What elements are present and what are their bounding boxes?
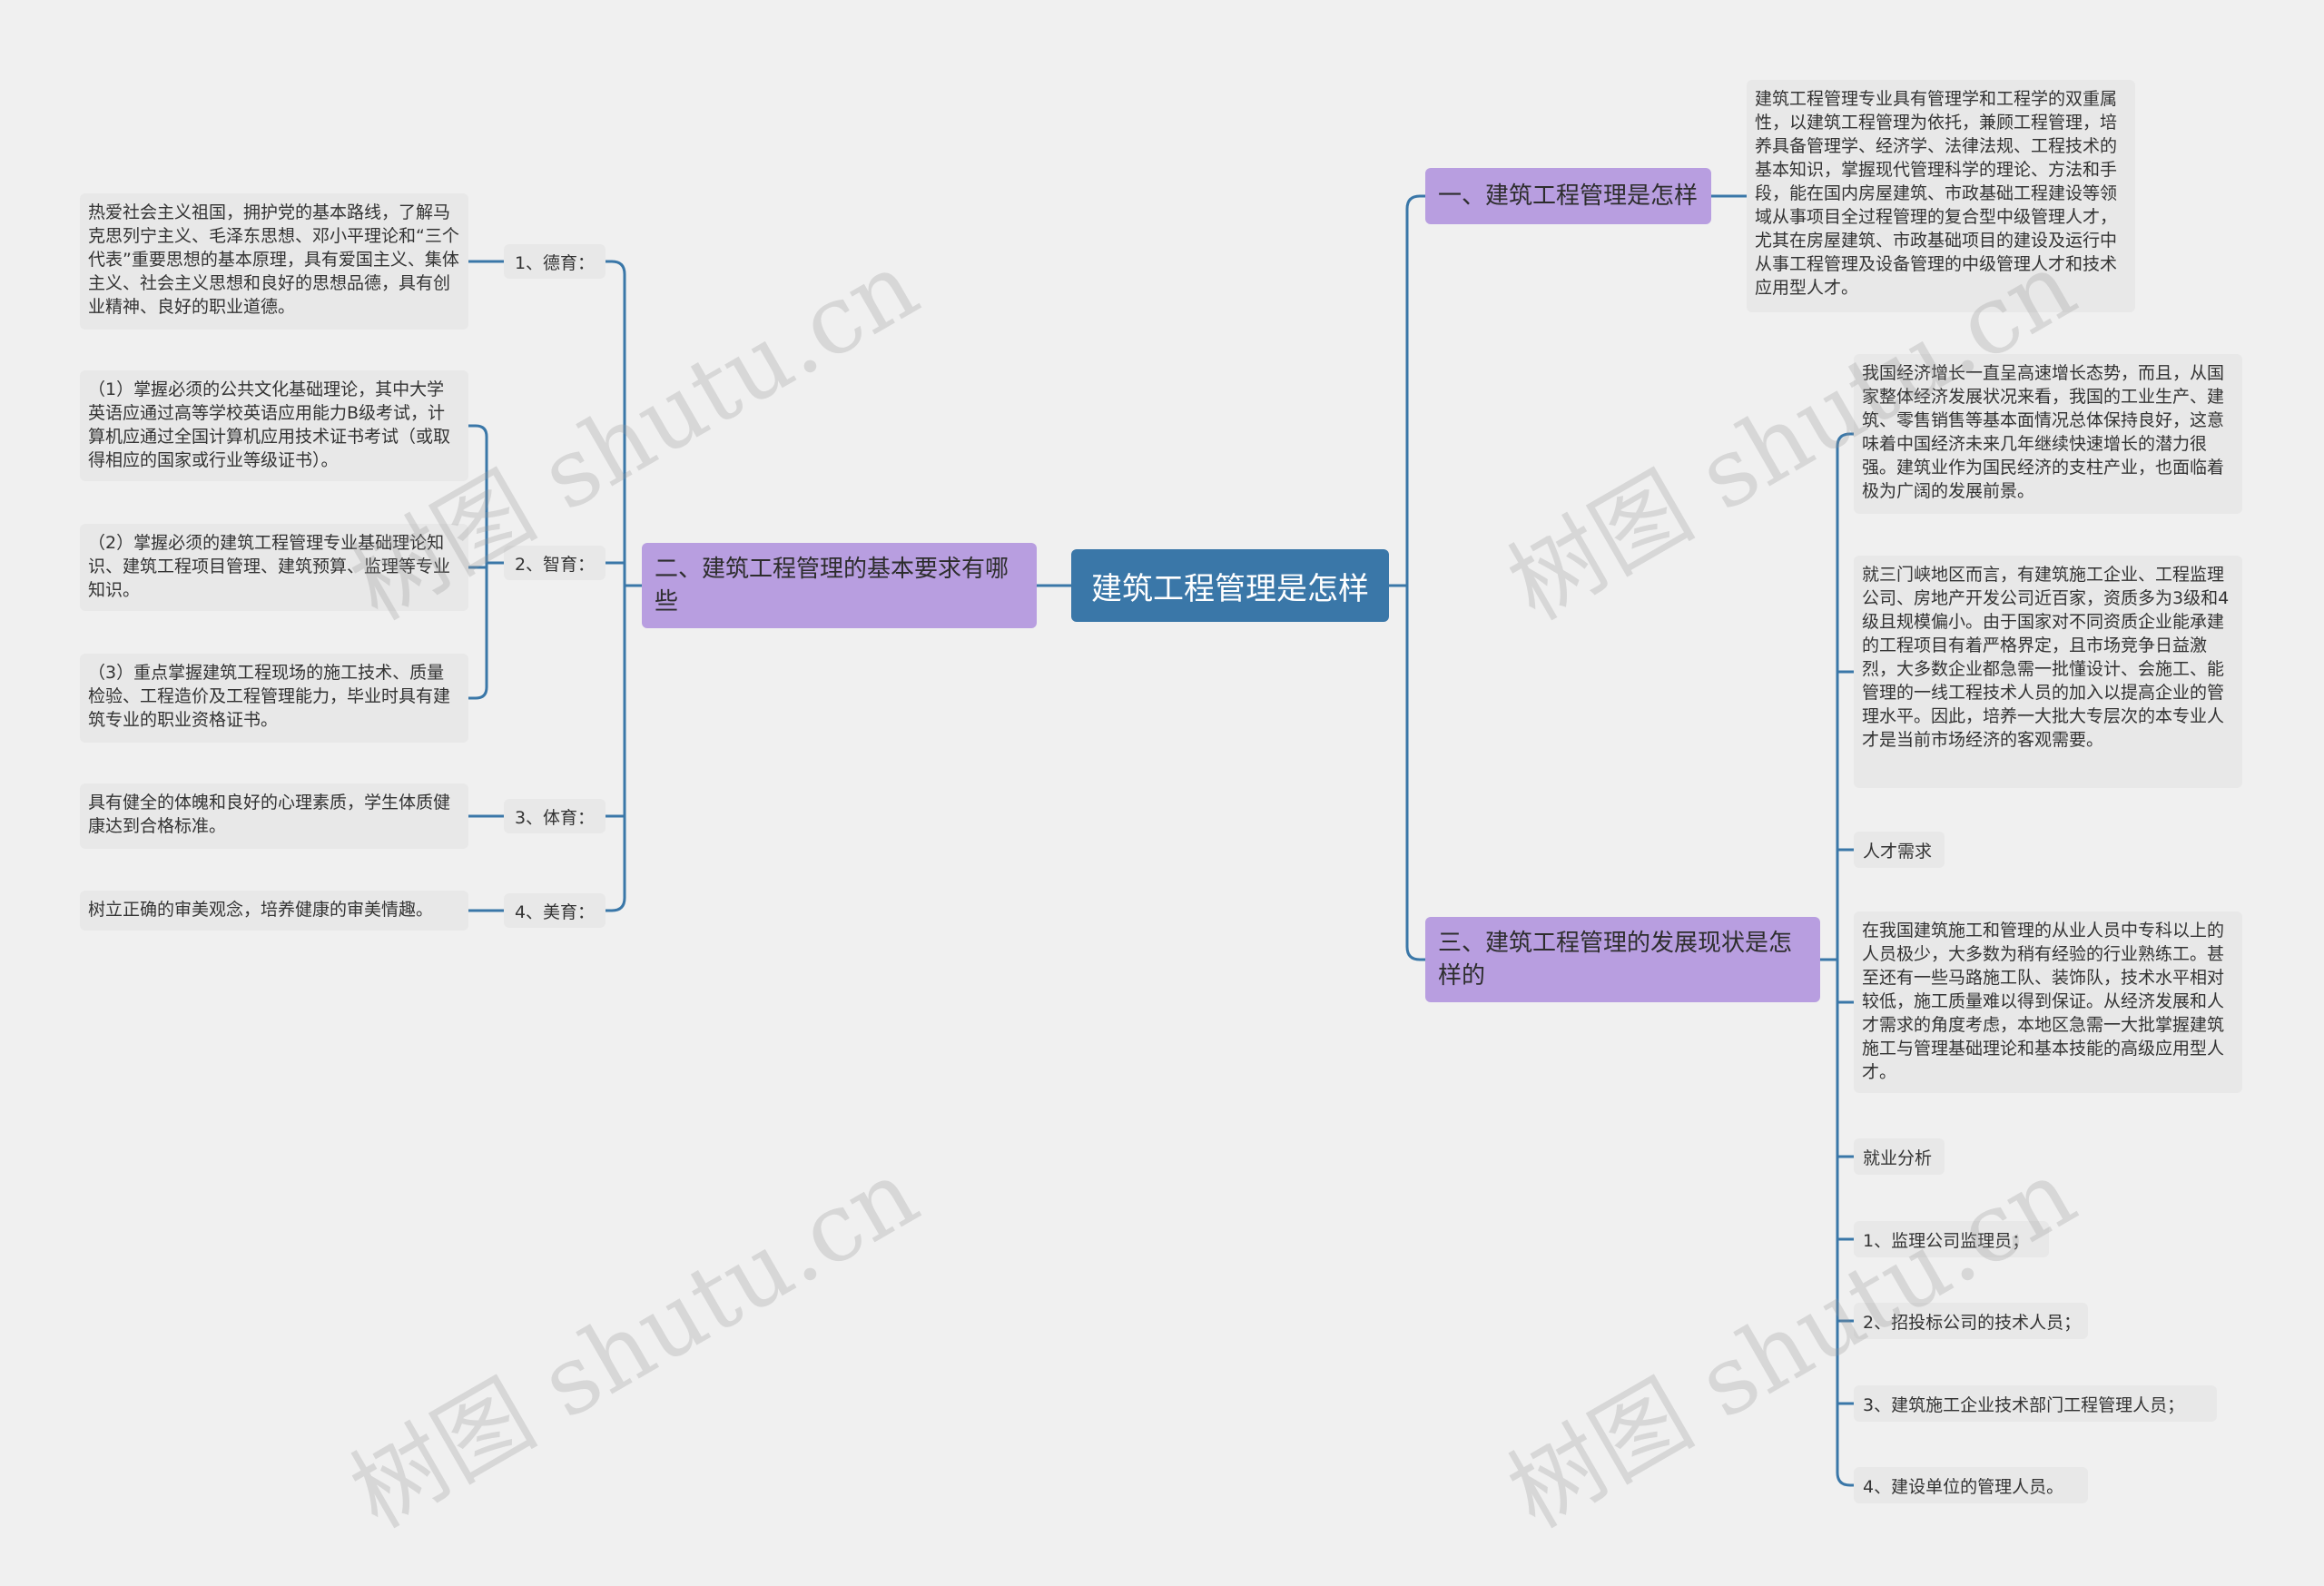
leaf-moral-detail[interactable]: 热爱社会主义祖国，拥护党的基本路线，了解马克思列宁主义、毛泽东思想、邓小平理论和… [80, 193, 468, 330]
root-node[interactable]: 建筑工程管理是怎样 [1071, 549, 1389, 622]
tag-job-owner-management[interactable]: 4、建设单位的管理人员。 [1854, 1467, 2088, 1503]
tag-job-construction-management[interactable]: 3、建筑施工企业技术部门工程管理人员； [1854, 1385, 2217, 1422]
label-intellectual-education[interactable]: 2、智育： [504, 546, 606, 580]
leaf-sanmenxia-region[interactable]: 就三门峡地区而言，有建筑施工企业、工程监理公司、房地产开发公司近百家，资质多为3… [1854, 556, 2242, 788]
leaf-physical-detail[interactable]: 具有健全的体魄和良好的心理素质，学生体质健康达到合格标准。 [80, 783, 468, 849]
leaf-intellectual-detail-2[interactable]: （2）掌握必须的建筑工程管理专业基础理论知识、建筑工程项目管理、建筑预算、监理等… [80, 524, 468, 611]
leaf-intellectual-detail-3[interactable]: （3）重点掌握建筑工程现场的施工技术、质量检验、工程造价及工程管理能力，毕业时具… [80, 654, 468, 743]
leaf-workforce-status[interactable]: 在我国建筑施工和管理的从业人员中专科以上的人员极少，大多数为稍有经验的行业熟练工… [1854, 911, 2242, 1093]
leaf-aesthetic-detail[interactable]: 树立正确的审美观念，培养健康的审美情趣。 [80, 891, 468, 931]
branch-basic-requirements[interactable]: 二、建筑工程管理的基本要求有哪些 [642, 543, 1037, 628]
tag-job-supervisor[interactable]: 1、监理公司监理员； [1854, 1221, 2049, 1257]
leaf-what-is-detail[interactable]: 建筑工程管理专业具有管理学和工程学的双重属性，以建筑工程管理为依托，兼顾工程管理… [1747, 80, 2135, 312]
leaf-economy-growth[interactable]: 我国经济增长一直呈高速增长态势，而且，从国家整体经济发展状况来看，我国的工业生产… [1854, 354, 2242, 514]
tag-talent-demand[interactable]: 人才需求 [1854, 832, 1945, 868]
tag-employment-analysis[interactable]: 就业分析 [1854, 1138, 1945, 1175]
branch-what-is[interactable]: 一、建筑工程管理是怎样 [1425, 168, 1711, 224]
branch-development-status[interactable]: 三、建筑工程管理的发展现状是怎样的 [1425, 917, 1820, 1002]
label-moral-education[interactable]: 1、德育： [504, 244, 606, 279]
tag-job-bidding[interactable]: 2、招投标公司的技术人员； [1854, 1303, 2088, 1339]
leaf-intellectual-detail-1[interactable]: （1）掌握必须的公共文化基础理论，其中大学英语应通过高等学校英语应用能力B级考试… [80, 370, 468, 481]
label-physical-education[interactable]: 3、体育： [504, 799, 606, 833]
label-aesthetic-education[interactable]: 4、美育： [504, 893, 606, 928]
